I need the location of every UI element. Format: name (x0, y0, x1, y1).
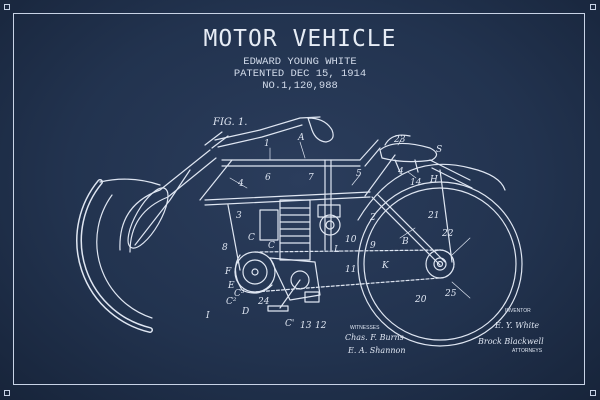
part-label-d: D (241, 307, 249, 317)
figure-label: FIG. 1. (212, 117, 247, 128)
part-label-e: E (227, 281, 235, 291)
part-label-2: 2 (369, 213, 376, 223)
part-label-25: 25 (444, 289, 457, 299)
front-wheel (79, 179, 160, 330)
witness-signature-1: Chas. F. Burns (345, 333, 404, 342)
part-label-12: 12 (315, 321, 327, 331)
inventor-signature: E. Y. White (494, 321, 539, 330)
part-label-4-rear: 4 (397, 167, 404, 177)
engine-cylinder (260, 200, 340, 260)
part-label-4: 4 (237, 179, 244, 189)
saddle-seat (380, 135, 437, 172)
attorneys-label: ATTORNEYS (512, 348, 543, 354)
part-label-22: 22 (441, 229, 454, 239)
inventor-label: INVENTOR (505, 308, 531, 314)
part-label-l: L (333, 245, 340, 255)
poster-frame-border (13, 13, 585, 385)
rear-wheel (358, 164, 522, 346)
part-label-f: F (224, 267, 232, 277)
part-label-6: 6 (265, 173, 271, 183)
part-label-a: A (297, 133, 305, 143)
handlebar (215, 117, 333, 147)
patent-date: PATENTED DEC 15, 1914 (233, 68, 367, 80)
part-label-1: 1 (264, 139, 270, 149)
part-label-11: 11 (345, 265, 356, 275)
part-label-c-prime: C' (285, 319, 294, 329)
part-label-3: 3 (236, 211, 242, 221)
part-label-i: I (205, 311, 210, 321)
patent-number: NO.1,120,988 (262, 80, 338, 92)
part-label-20: 20 (414, 295, 427, 305)
part-leader-lines (230, 138, 470, 298)
part-label-10: 10 (345, 235, 357, 245)
part-label-9: 9 (370, 241, 376, 251)
crankcase-and-pedals (235, 252, 320, 311)
corner-mark-top-left (4, 4, 10, 10)
part-label-24: 24 (257, 297, 270, 307)
signature-block: WITNESSES Chas. F. Burns E. A. Shannon I… (345, 308, 544, 355)
part-label-b: B (401, 237, 409, 247)
rear-carrier (430, 160, 472, 262)
part-label-14: 14 (410, 178, 422, 188)
part-label-c: C (268, 241, 275, 251)
front-fork-and-mudguard (120, 132, 228, 253)
drive-chain (255, 250, 454, 292)
witnesses-label: WITNESSES (350, 325, 380, 331)
attorney-signature: Brock Blackwell (477, 337, 544, 346)
part-label-8: 8 (222, 243, 228, 253)
part-label-c-alt: C (248, 233, 255, 243)
part-label-5: 5 (356, 169, 362, 179)
witness-signature-2: E. A. Shannon (347, 346, 405, 355)
corner-mark-bottom-right (590, 390, 596, 396)
part-label-c2: C² (226, 297, 237, 307)
part-label-k: K (381, 261, 390, 271)
part-label-21: 21 (427, 211, 439, 221)
corner-mark-bottom-left (4, 390, 10, 396)
part-label-h: H (429, 175, 438, 185)
part-label-13: 13 (300, 321, 312, 331)
inventor-name: EDWARD YOUNG WHITE (243, 56, 357, 68)
part-label-7: 7 (308, 173, 314, 183)
part-label-s: S (436, 145, 442, 155)
part-label-23: 23 (393, 135, 406, 145)
part-label-c3: C³ (234, 289, 245, 299)
poster-title: MOTOR VEHICLE (203, 26, 397, 52)
corner-mark-top-right (590, 4, 596, 10)
